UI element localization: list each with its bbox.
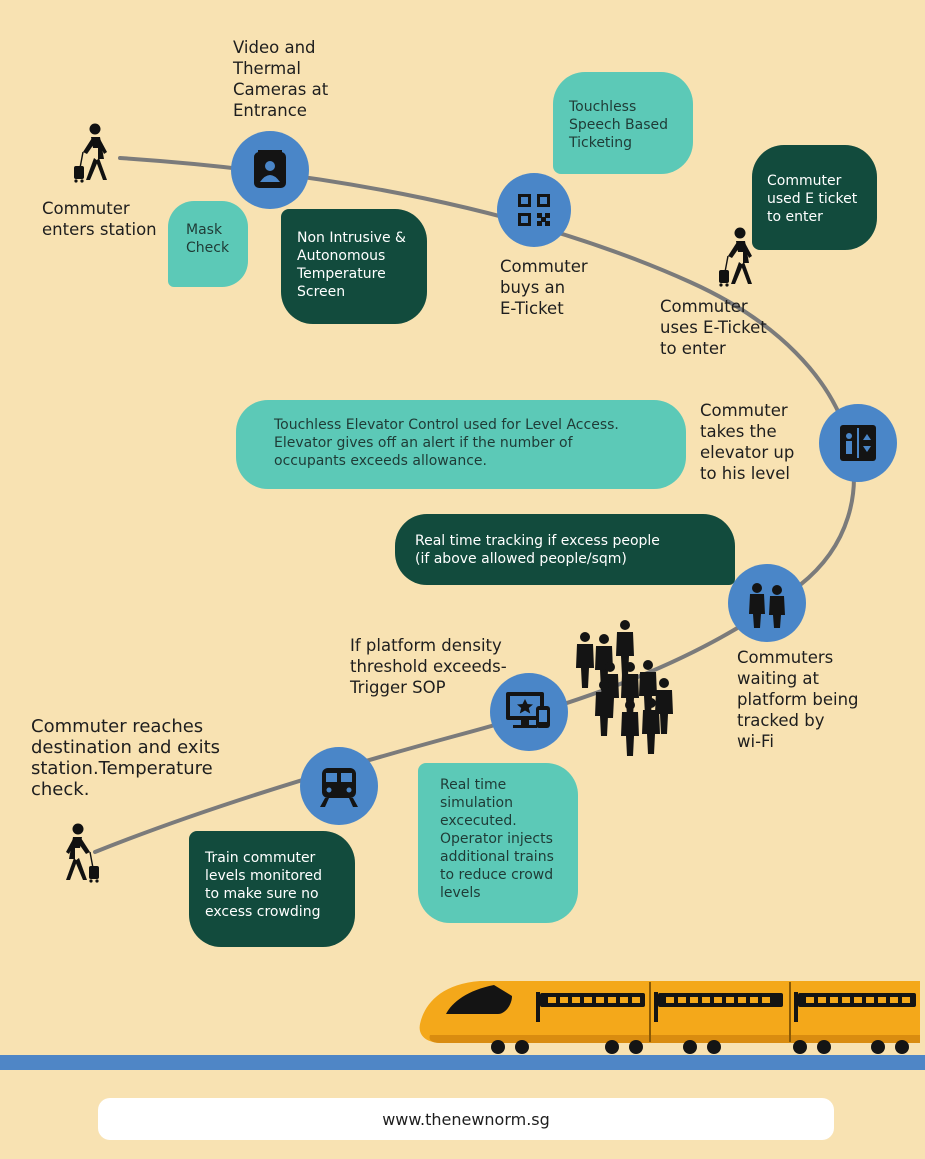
monitor-star-icon (506, 692, 550, 728)
bubble-realtime-tracking: Real time tracking if excess people (if … (395, 514, 735, 585)
label-uses-eticket: Commuter uses E-Ticket to enter (660, 297, 767, 358)
walking-commuter-icon (73, 122, 108, 184)
monitor-node (490, 673, 568, 751)
group-people-icon (749, 583, 785, 628)
metro-train-icon (320, 768, 358, 807)
bubble-speech-ticketing: Touchless Speech Based Ticketing (553, 72, 693, 174)
bubble-mask-check: Mask Check (168, 201, 248, 287)
bubble-elevator-control: Touchless Elevator Control used for Leve… (236, 400, 686, 489)
id-badge-icon (254, 150, 286, 188)
bubble-simulation: Real time simulation excecuted. Operator… (418, 763, 578, 923)
qr-code-icon (518, 194, 550, 226)
label-density-trigger: If platform density threshold exceeds- T… (350, 636, 507, 697)
label-reaches-destination: Commuter reaches destination and exits s… (31, 716, 221, 800)
label-takes-elevator: Commuter takes the elevator up to his le… (700, 401, 795, 483)
elevator-icon (840, 425, 876, 461)
label-commuter-enters: Commuter enters station (42, 199, 157, 239)
walking-commuter-icon (718, 226, 753, 288)
label-platform-tracking: Commuters waiting at platform being trac… (737, 648, 859, 751)
website-link[interactable]: www.thenewnorm.sg (98, 1098, 834, 1140)
crowd-silhouette (576, 620, 673, 756)
bullet-train (419, 981, 920, 1054)
platform-node (728, 564, 806, 642)
train-node (300, 747, 378, 825)
bubble-train-levels: Train commuter levels monitored to make … (189, 831, 355, 947)
label-buys-eticket: Commuter buys an E-Ticket (500, 257, 588, 318)
rail-track (0, 1055, 925, 1070)
bubble-used-eticket: Commuter used E ticket to enter (752, 145, 877, 250)
camera-node (231, 131, 309, 209)
elevator-node (819, 404, 897, 482)
bubble-temperature-screen: Non Intrusive & Autonomous Temperature S… (281, 209, 427, 324)
ticket-node (497, 173, 571, 247)
label-cameras-entrance: Video and Thermal Cameras at Entrance (233, 38, 329, 120)
